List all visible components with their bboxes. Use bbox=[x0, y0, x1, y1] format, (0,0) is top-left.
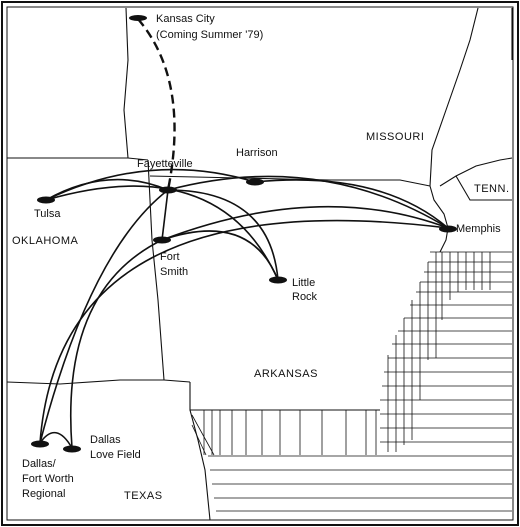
route-love-fortsmith bbox=[69, 239, 163, 449]
marker-tulsa bbox=[37, 196, 55, 204]
label-fort-smith: Fort Smith bbox=[160, 251, 188, 278]
label-kansas-city: Kansas City (Coming Summer '79) bbox=[156, 13, 263, 41]
marker-love-field bbox=[63, 445, 81, 453]
flight-routes bbox=[39, 168, 449, 449]
route-dfw-memphis bbox=[39, 219, 449, 444]
label-fayetteville: Fayetteville bbox=[137, 158, 193, 170]
route-tulsa-littlerock bbox=[45, 185, 279, 281]
route-harrison-memphis bbox=[254, 179, 449, 229]
marker-memphis bbox=[439, 225, 457, 233]
route-fayetteville-fortsmith bbox=[161, 189, 169, 241]
route-tulsa-harrison bbox=[45, 168, 256, 201]
route-fayetteville-littlerock bbox=[167, 189, 279, 281]
route-kansascity-dashed bbox=[137, 18, 176, 191]
marker-dfw bbox=[31, 440, 49, 448]
marker-kansas-city bbox=[129, 15, 147, 21]
city-markers bbox=[31, 15, 457, 453]
route-dfw-love bbox=[39, 431, 73, 449]
label-missouri: MISSOURI bbox=[366, 131, 424, 143]
hatch-east bbox=[208, 251, 512, 512]
marker-little-rock bbox=[269, 276, 287, 284]
label-little-rock: Little Rock bbox=[292, 277, 318, 303]
marker-harrison bbox=[246, 178, 264, 186]
route-fortsmith-memphis bbox=[161, 205, 449, 241]
route-fayetteville-memphis bbox=[167, 175, 449, 229]
route-dfw-fayetteville bbox=[39, 189, 169, 444]
label-texas: TEXAS bbox=[124, 490, 163, 502]
marker-fayetteville bbox=[159, 186, 177, 194]
frame-inner bbox=[6, 6, 514, 521]
label-memphis: Memphis bbox=[456, 223, 501, 235]
label-love-field: Dallas Love Field bbox=[90, 434, 141, 461]
label-oklahoma: OKLAHOMA bbox=[12, 235, 79, 247]
route-fortsmith-littlerock bbox=[161, 230, 279, 281]
state-borders bbox=[6, 7, 513, 521]
marker-fort-smith bbox=[153, 236, 171, 244]
label-dfw: Dallas/ Fort Worth Regional bbox=[22, 458, 77, 500]
label-tulsa: Tulsa bbox=[34, 208, 61, 220]
label-tenn: TENN. bbox=[474, 183, 510, 195]
label-arkansas: ARKANSAS bbox=[254, 368, 318, 380]
label-harrison: Harrison bbox=[236, 147, 278, 159]
hatch-vertical bbox=[191, 252, 491, 456]
